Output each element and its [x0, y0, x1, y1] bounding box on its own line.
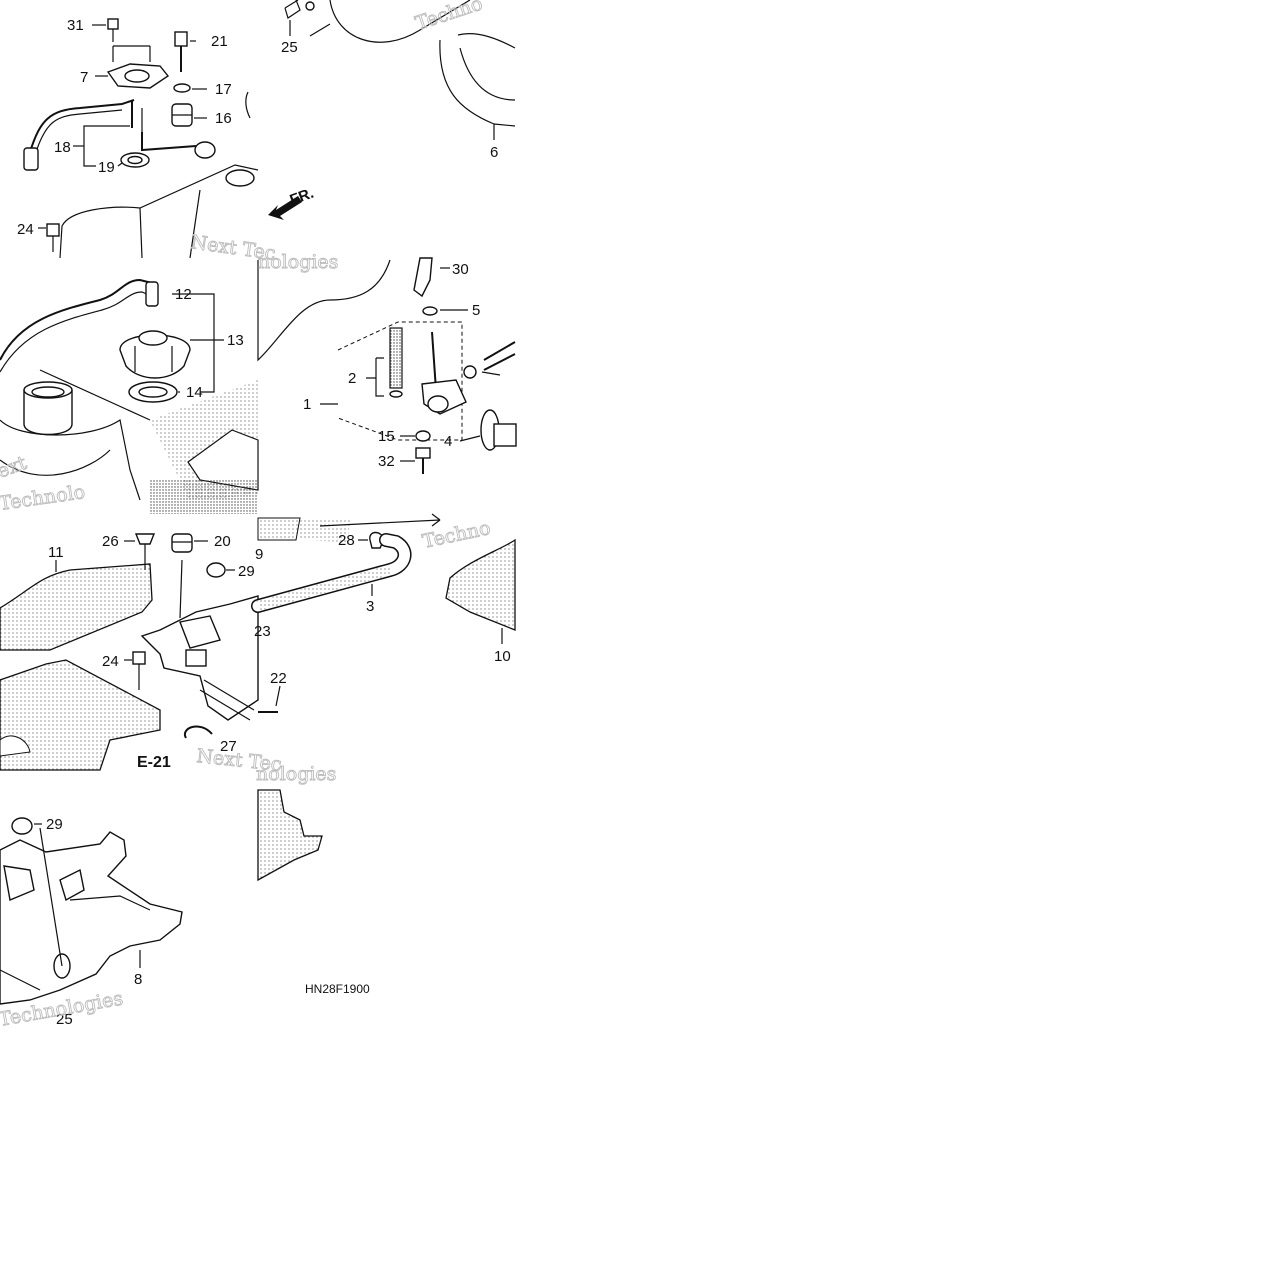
grommet-20 [171, 533, 193, 553]
callout-16: 16 [215, 110, 232, 127]
callout-13: 13 [227, 332, 244, 349]
panel-fuel-sender [23, 18, 259, 259]
callout-10: 10 [494, 648, 511, 665]
callout-29-lower: 29 [46, 816, 63, 833]
clip-30 [413, 257, 433, 298]
watermark: Techno [413, 0, 485, 35]
tank-bracket [140, 595, 259, 721]
bolt-24-top [46, 223, 60, 252]
callout-4: 4 [444, 433, 452, 450]
front-direction-arrow [268, 196, 302, 220]
washer-5 [422, 306, 438, 316]
callout-15: 15 [378, 428, 395, 445]
nut-15 [415, 430, 431, 442]
callout-2: 2 [348, 370, 356, 387]
diagram-code: HN28F1900 [305, 982, 370, 996]
callout-20: 20 [214, 533, 231, 550]
callout-23: 23 [254, 623, 271, 640]
panel-filler-cap [0, 278, 259, 514]
seal-19 [120, 152, 150, 168]
bolt-31 [107, 18, 119, 42]
watermark: Technolo [0, 481, 86, 515]
callout-24-top: 24 [17, 221, 34, 238]
callout-12: 12 [175, 286, 192, 303]
section-label: E-21 [137, 754, 171, 771]
callout-11: 11 [48, 544, 64, 561]
panel-tank-upper [245, 0, 516, 220]
panel-pad-bracket [0, 533, 281, 771]
breather-tube-12 [0, 278, 159, 373]
callout-22: 22 [270, 670, 287, 687]
callout-9: 9 [255, 546, 263, 563]
callout-1: 1 [303, 396, 311, 413]
bolt-21 [174, 31, 188, 72]
front-direction-label: FR. [288, 185, 317, 209]
callout-labels: 31 21 7 17 16 18 19 24 25 6 12 13 14 30 … [17, 17, 511, 1028]
panel-hose-pad [251, 513, 516, 644]
panel-floor-piece [257, 789, 323, 882]
lower-bracket-8 [0, 831, 183, 1005]
watermark: ext [0, 452, 30, 483]
cap-29-lower [11, 817, 33, 835]
seat-pad-11 [0, 560, 153, 651]
callout-27: 27 [220, 738, 237, 755]
strainer-2 [389, 327, 403, 398]
callout-5: 5 [472, 302, 480, 319]
washer-17 [173, 83, 191, 93]
callout-31: 31 [67, 17, 84, 34]
callout-29: 29 [238, 563, 255, 580]
callout-8: 8 [134, 971, 142, 988]
watermark: Techno [420, 517, 492, 553]
callout-18: 18 [54, 139, 71, 156]
callout-26: 26 [102, 533, 119, 550]
fuel-sender-18 [23, 99, 216, 171]
fuel-cap-13 [119, 330, 191, 379]
panel-fuel-valve [257, 257, 517, 474]
pad-10 [445, 538, 516, 631]
callout-25-lower: 25 [56, 1011, 73, 1028]
callout-30: 30 [452, 261, 469, 278]
watermark: nologies [258, 251, 338, 273]
bolt-24-mid [132, 651, 146, 690]
panel-under-bracket [0, 817, 183, 1005]
callout-17: 17 [215, 81, 232, 98]
callout-3: 3 [366, 598, 374, 615]
cap-29 [206, 562, 226, 578]
valve-knob-4 [480, 409, 517, 451]
callout-25-top: 25 [281, 39, 298, 56]
callout-6: 6 [490, 144, 498, 161]
clip-26 [134, 533, 156, 570]
callout-24-mid: 24 [102, 653, 119, 670]
fuel-hose-3 [251, 533, 412, 613]
bolt-32 [415, 447, 431, 459]
fuel-valve-body [421, 331, 477, 415]
callout-28: 28 [338, 532, 355, 549]
callout-21: 21 [211, 33, 228, 50]
flange-plate-7 [106, 63, 170, 89]
callout-32: 32 [378, 453, 395, 470]
callout-7: 7 [80, 69, 88, 86]
gasket-14 [128, 381, 178, 403]
callout-14: 14 [186, 384, 203, 401]
grommet-16 [171, 103, 193, 127]
callout-19: 19 [98, 159, 115, 176]
watermark: nologies [256, 763, 336, 785]
clamp-27 [183, 725, 213, 739]
